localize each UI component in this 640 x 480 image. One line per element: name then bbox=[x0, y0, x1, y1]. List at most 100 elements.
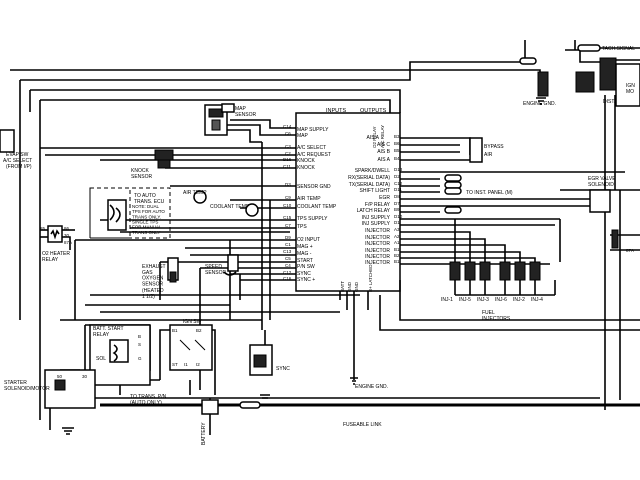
ecu-right-pin-label: AIS C bbox=[377, 142, 390, 148]
ecu-left-pin-id: C7 bbox=[285, 223, 291, 228]
ecu-right-pin-id: C12 bbox=[394, 181, 403, 186]
temp-sensors: AIR TEMP COOLANT TEMP bbox=[183, 190, 259, 217]
sync-sensor: SYNC bbox=[249, 344, 290, 376]
relay-pin: 85 bbox=[40, 226, 46, 231]
start-relay-pin: G bbox=[138, 356, 142, 361]
evap-switch: EVAP SW A/C SELECT (FROM I/P) bbox=[0, 129, 32, 170]
ecu-right-pins: AIS A B3 AIS C B6 AIS B B5 AIS A B4 SPAR… bbox=[348, 134, 403, 266]
ecu-bottom-pin: GND bbox=[347, 281, 352, 292]
ecu-right-pin-id: D13 bbox=[394, 167, 403, 172]
ecu-right-pin-id: B5 bbox=[394, 148, 400, 153]
ecu-right-pin-id: B9 bbox=[394, 207, 400, 212]
ecu-right-pin-label: INJ SUPPLY bbox=[362, 215, 391, 221]
ecu-left-pin-id: C16 bbox=[283, 276, 292, 281]
ecu-outputs-label: OUTPUTS bbox=[360, 108, 387, 114]
fuel-injectors: INJ-1 INJ-5 INJ-3 INJ-6 INJ-2 INJ-4 FUEL… bbox=[441, 261, 543, 322]
ecu-left-pin-label: KNOCK bbox=[297, 165, 315, 171]
ac-select-label: A/C SELECT bbox=[3, 158, 32, 164]
injector-label: INJ-1 bbox=[441, 297, 453, 303]
ecu-left-pin-id: C9 bbox=[285, 195, 291, 200]
ground-symbols bbox=[62, 97, 546, 435]
engine-gnd-top-label: ENGINE GND. bbox=[523, 101, 556, 107]
ecu-right-pin-id: D7 bbox=[394, 201, 400, 206]
wire-tags-right: TO INST. PANEL (M) bbox=[444, 174, 513, 214]
ecu-right-pin-label: LATCH RELAY bbox=[357, 208, 391, 214]
ecu-left-pin-label: TPS SUPPLY bbox=[297, 216, 328, 222]
from-ip-label: (FROM I/P) bbox=[6, 164, 32, 170]
ecu-left-pin-label: COOLANT TEMP bbox=[297, 204, 337, 210]
ecu-right-pin-id: A3 bbox=[394, 227, 400, 232]
ecu-left-pin-label: TPS bbox=[297, 224, 307, 230]
ecu-left-pin-id: D9 bbox=[285, 235, 291, 240]
sync-label: SYNC bbox=[276, 366, 290, 372]
ecu-left-pin-id: C10 bbox=[283, 203, 292, 208]
ecu-right-pin-label: INJECTOR bbox=[365, 241, 390, 247]
ecu-left-pin-id: C15 bbox=[283, 215, 292, 220]
ecu-right-pin-id: B2 bbox=[394, 253, 400, 258]
ecu-right-pin-label: EGR bbox=[379, 195, 390, 201]
battery: BATTERY bbox=[201, 399, 219, 445]
ecu-right-pin-id: B6 bbox=[394, 141, 400, 146]
ecu-bottom-pin: BATT bbox=[340, 281, 345, 292]
ecu-left-pin-id: C3 bbox=[285, 144, 291, 149]
starter-pin: 50 bbox=[57, 374, 63, 379]
ecu-right-pin-id: D10 bbox=[394, 214, 403, 219]
ecu-right-pin-id: A1 bbox=[394, 240, 400, 245]
ecu-left-pins: MAP SUPPLY C14 MAP C6 A/C SELECT C3 A/C … bbox=[283, 124, 337, 283]
air-temp-label: AIR TEMP bbox=[183, 190, 207, 196]
ign-sw-label: IGN SW bbox=[183, 319, 202, 325]
ecu-left-pin-id: C12 bbox=[283, 270, 292, 275]
injector-label: INJ-2 bbox=[513, 297, 525, 303]
bypass-label: BYPASS bbox=[484, 144, 504, 150]
ecu-left-pin-label: AIR TEMP bbox=[297, 196, 321, 202]
ecu-right-pin-label: INJECTOR bbox=[365, 228, 390, 234]
injector-label: INJ-6 bbox=[495, 297, 507, 303]
ecu-right-pin-id: B1 bbox=[394, 247, 400, 252]
relay-pin: 30 bbox=[64, 233, 70, 238]
ecu-right-pin-label: AIS B bbox=[377, 149, 390, 155]
ecu-right-pin-id: D8 bbox=[394, 194, 400, 199]
ecu-right-pin-label: SPARK/DWELL bbox=[355, 168, 390, 174]
ecu-left-pin-label: SYNC + bbox=[297, 277, 315, 283]
start-relay-pin: S bbox=[138, 342, 141, 347]
ecu-right-pin-label: INJECTOR bbox=[365, 260, 390, 266]
ecu-left-pin-label: A/C SELECT bbox=[297, 145, 326, 151]
relay-87a-right: 87A bbox=[626, 248, 634, 253]
ecu-left-pin-label: MAP SUPPLY bbox=[297, 127, 329, 133]
ecu-right-pin-label: INJECTOR bbox=[365, 254, 390, 260]
engine-gnd-bottom-label: ENGINE GND. bbox=[355, 384, 388, 390]
ecu-right-pin-label: INJECTOR bbox=[365, 248, 390, 254]
o2-relay-label: O2 RELAY bbox=[372, 126, 377, 148]
relay-pin: 86 bbox=[64, 226, 70, 231]
ecu-right-pin-label: INJ SUPPLY bbox=[362, 221, 391, 227]
tach-signal-label: TACH.SIGNAL bbox=[602, 46, 635, 52]
ecu-left-pin-id: C4 bbox=[285, 263, 291, 268]
ecu-left-pin-id: C6 bbox=[285, 131, 291, 136]
injector-label: INJ-3 bbox=[477, 297, 489, 303]
ecu-right-pin-id: B1 bbox=[394, 259, 400, 264]
sw-pin: I1 bbox=[184, 362, 188, 367]
ecu-left-pin-label: MAP bbox=[297, 133, 309, 139]
ecu-left-pin-id: C11 bbox=[283, 164, 291, 169]
ecu-left-pin-label: O2 INPUT bbox=[297, 237, 320, 243]
ecu-module: INPUTS OUTPUTS bbox=[295, 108, 401, 292]
ecu-left-pin-id: C14 bbox=[283, 124, 292, 129]
fuseable-link-label: FUSEABLE LINK bbox=[343, 422, 382, 428]
